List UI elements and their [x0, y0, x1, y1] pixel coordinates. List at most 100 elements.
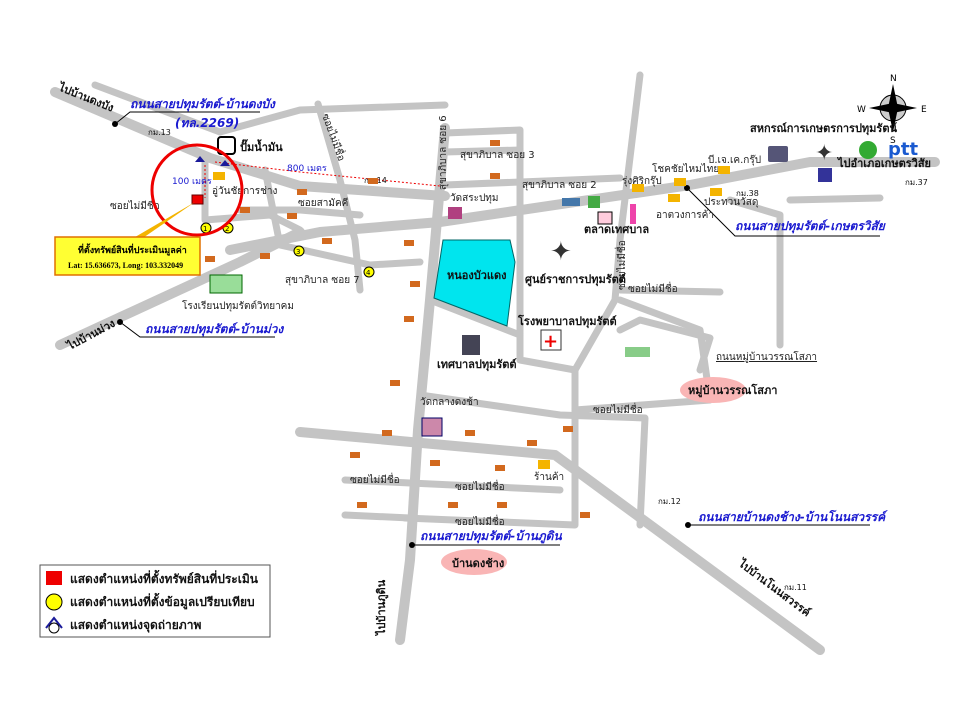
soi-label: ซอยไม่มีชื่อ [455, 479, 505, 493]
callout-coords: Lat: 15.636673, Long: 103.332049 [68, 261, 183, 270]
comparable-number: 1 [203, 225, 207, 233]
km-marker: กม.12 [658, 497, 681, 506]
park-icon [625, 347, 650, 357]
road-label-ban-muang: ถนนสายปทุมรัตต์-บ้านม่วง [145, 322, 284, 337]
road [441, 174, 624, 189]
road-marker [409, 542, 415, 548]
house-icon [490, 140, 500, 146]
house-icon [563, 426, 573, 432]
shop-icon [538, 460, 550, 469]
road [261, 166, 424, 269]
red-cross-icon: + [543, 331, 558, 352]
road [341, 476, 564, 494]
house-icon [390, 380, 400, 386]
km-marker: กม.37 [905, 178, 928, 187]
comparable-marker [293, 245, 305, 257]
road [616, 286, 724, 296]
comparable-number: 3 [296, 248, 300, 256]
house-icon [240, 207, 250, 213]
shop-icon [632, 184, 644, 192]
shop-icon [674, 178, 686, 186]
house-icon [465, 430, 475, 436]
place-label: วัดสระปทุม [450, 193, 499, 204]
road-label-non-sawan: ถนนสายบ้านดงช้าง-บ้านโนนสวรรค์ [698, 509, 888, 524]
direction-kaset-wisai: ไปอำเภอเกษตรวิสัย [836, 156, 931, 170]
road [91, 81, 449, 136]
subject-highlight-circle [150, 143, 244, 237]
municipality-icon [462, 335, 480, 355]
legend: แสดงตำแหน่งที่ตั้งทรัพย์สินที่ประเมิน แส… [39, 564, 271, 638]
bank-icon [768, 146, 788, 162]
comparable-marker [363, 266, 375, 278]
direction-phu-din: ไปบ้านภูดิน [374, 579, 389, 637]
road [786, 194, 884, 204]
shop-icon [710, 188, 722, 196]
road-non-sawan [295, 427, 825, 655]
road-marker [112, 121, 118, 127]
shop-icon [718, 166, 730, 174]
place-label: ประทวนวัสดุ [704, 197, 758, 208]
compass-s: S [890, 136, 896, 146]
distance-800m-line [214, 161, 441, 187]
house-icon [527, 440, 537, 446]
km-marker: กม.11 [784, 583, 807, 592]
subject-legend-icon [46, 571, 62, 585]
photo-point-icon [220, 160, 230, 166]
house-icon [495, 465, 505, 471]
leader-line [119, 321, 275, 338]
comparable-markers: 1 2 3 4 [200, 222, 375, 278]
pond-label: หนองบัวแดง [447, 269, 507, 282]
house-icon [322, 238, 332, 244]
comparable-number: 4 [366, 269, 371, 277]
house-icon [287, 213, 297, 219]
pond-nong-bua-daeng [433, 239, 516, 327]
compass-w: W [857, 105, 866, 115]
hospital-icon [540, 329, 562, 351]
place-label: ร้านค้า [534, 471, 564, 483]
place-label: อู่วันชัยการช่าง [212, 186, 278, 197]
soi-label: สุขาภิบาล ซอย 2 [522, 180, 597, 191]
house-icon [382, 430, 392, 436]
road [426, 296, 524, 339]
house-icon [404, 316, 414, 322]
place-label: โรงพยาบาลปทุมรัตต์ [517, 314, 617, 329]
road [441, 146, 524, 156]
soi-label: ซอยไม่มีชื่อ [110, 198, 160, 212]
village-area [680, 377, 746, 403]
temple-icon [448, 207, 462, 219]
photo-point-icon [195, 156, 205, 162]
house-icon [297, 189, 307, 195]
comparable-legend-icon [45, 593, 63, 611]
place-label: รุ่งศิริกรุ๊ป [622, 175, 662, 187]
house-icon [410, 281, 420, 287]
place-label: ปั๊มน้ำมัน [240, 139, 283, 154]
sign-icon [630, 204, 636, 224]
market-icon [597, 211, 613, 225]
distance-100m: 100 เมตร [172, 177, 212, 187]
road [416, 391, 649, 529]
soi-label: สุขาภิบาล ซอย 7 [285, 275, 360, 286]
soi-label: สุขาภิบาล ซอย 6 [438, 115, 449, 190]
place-label: อาตวงการค้า [656, 209, 714, 221]
soi-label: ซอยไม่มีชื่อ [319, 111, 349, 162]
road [401, 71, 644, 529]
soi-label: ซอยไม่มีชื่อ [455, 514, 505, 528]
ptt-logo: ptt [888, 139, 918, 160]
road-marker [684, 185, 690, 191]
road-label-dong-bang-code: (ทล.2269) [175, 116, 239, 130]
km-marker: กม.13 [148, 128, 171, 137]
place-label: ตลาดเทศบาล [584, 223, 649, 236]
callout-title: ที่ตั้งทรัพย์สินที่ประเมินมูลค่า [78, 243, 187, 256]
place-label: บี.เจ.เค.กรุ๊ป [708, 154, 761, 166]
road [726, 196, 784, 349]
distance-800m: 800 เมตร [287, 164, 327, 174]
house-icon [448, 502, 458, 508]
roads [50, 71, 940, 655]
place-label: วัดกลางดงช้า [420, 396, 479, 408]
road-label-ban-phu-din: ถนนสายปทุมรัตต์-บ้านภูดิน [420, 529, 562, 544]
village-area [441, 549, 507, 575]
houses [205, 140, 590, 518]
road-label-wannasopha: ถนนหมู่บ้านวรรณโสภา [716, 350, 817, 363]
shop-icon [668, 194, 680, 202]
